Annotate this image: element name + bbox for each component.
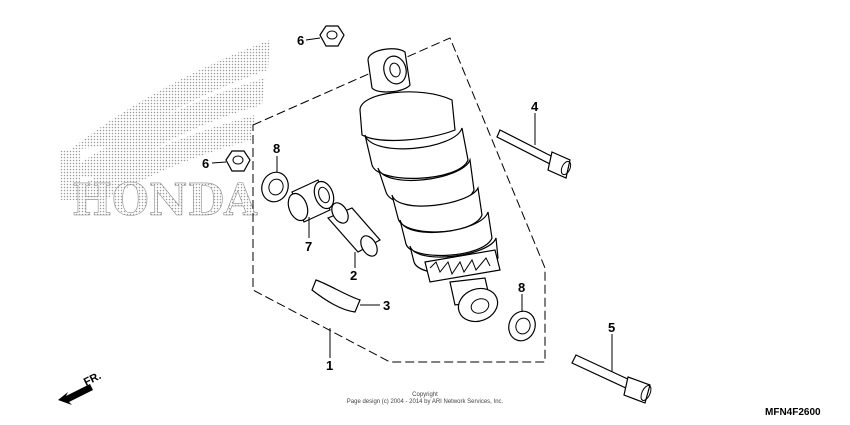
callout-2: 2 [350,268,357,283]
callout-8-right: 8 [518,280,525,295]
nut-top-icon [319,25,345,47]
honda-wing-logo [58,40,270,200]
clip-icon [311,279,361,313]
copyright-line-1: Copyright [412,392,438,398]
callout-1: 1 [326,358,333,373]
bolt-upper-icon [496,129,572,179]
nut-left-icon [225,150,251,172]
front-direction-arrow: FR. [58,370,103,405]
front-label: FR. [82,370,103,389]
callout-6-left: 6 [202,156,209,171]
callout-8-left: 8 [273,141,280,156]
shock-absorber [359,48,501,323]
callout-4: 4 [531,99,539,114]
bearing-icon [287,179,335,223]
callout-3: 3 [383,298,390,313]
leader-lines [211,37,613,372]
seal-right-icon [508,310,536,342]
callout-6-top: 6 [297,33,304,48]
bolt-lower-icon [571,354,652,404]
collar-icon [326,202,381,257]
honda-brand-text: HONDA [72,175,258,226]
copyright-line-2: Page design (c) 2004 - 2014 by ARI Netwo… [347,399,504,405]
seal-left-icon [261,171,289,203]
diagram-code: MFN4F2600 [765,407,821,418]
assembly-outline [252,37,546,363]
callout-7: 7 [305,239,312,254]
callout-5: 5 [608,320,615,335]
